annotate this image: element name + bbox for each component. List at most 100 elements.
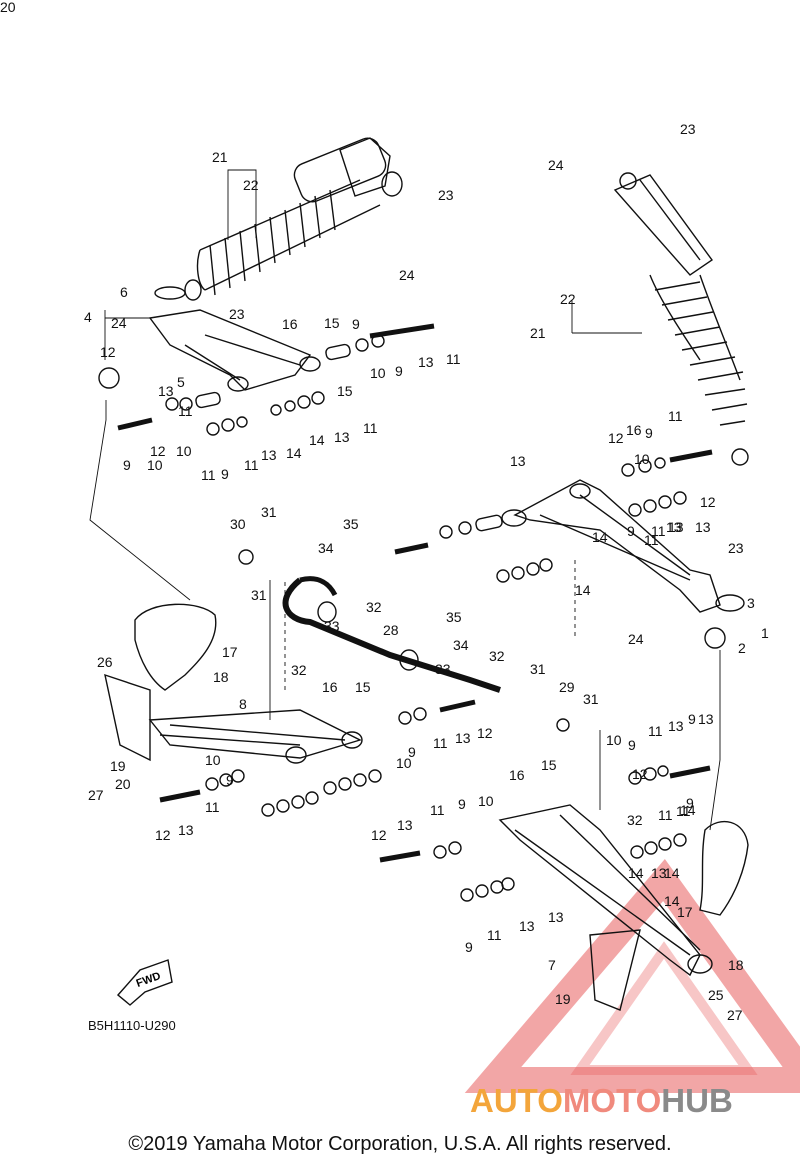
part-label: 22	[243, 177, 259, 193]
part-label: 34	[453, 637, 469, 653]
part-label: 8	[239, 696, 247, 712]
watermark-hub: HUB	[661, 1082, 733, 1119]
part-label: 9	[352, 316, 360, 332]
watermark-logo: AUTOMOTOHUB	[470, 1082, 733, 1120]
part-label: 9	[686, 795, 694, 811]
watermark-moto: MOTO	[562, 1082, 662, 1119]
part-label: 13	[334, 429, 350, 445]
part-label: 10	[176, 443, 192, 459]
part-label: 15	[324, 315, 340, 331]
stabilizer-bar	[282, 576, 501, 693]
part-label: 31	[530, 661, 546, 677]
part-label: 19	[555, 991, 571, 1007]
part-label: 18	[728, 957, 744, 973]
part-label: 28	[383, 622, 399, 638]
part-label: 10	[634, 451, 650, 467]
part-label: 9	[627, 523, 635, 539]
part-label: 32	[291, 662, 307, 678]
part-label: 4	[84, 309, 92, 325]
part-label: 13	[695, 519, 711, 535]
part-label: 11	[433, 735, 448, 751]
part-label: 16	[322, 679, 338, 695]
part-label: 9	[226, 772, 234, 788]
part-label: 9	[628, 737, 636, 753]
part-label: 5	[177, 374, 185, 390]
part-label: 11	[178, 403, 193, 419]
part-label: 22	[560, 291, 576, 307]
part-label: 14	[680, 802, 696, 818]
part-label: 9	[395, 363, 403, 379]
part-label: 14	[592, 529, 608, 545]
part-label: 11	[648, 723, 663, 739]
part-label: 13	[455, 730, 471, 746]
part-label: 11	[201, 467, 216, 483]
part-label: 30	[230, 516, 246, 532]
part-label: 25	[708, 987, 724, 1003]
part-label: 32	[627, 812, 643, 828]
part-label: 12	[155, 827, 171, 843]
part-label: 13	[261, 447, 277, 463]
part-label: 20	[115, 776, 131, 792]
part-label: 33	[435, 661, 451, 677]
leader-lines	[89, 169, 721, 831]
part-label: 26	[97, 654, 113, 670]
part-label: 23	[438, 187, 454, 203]
fwd-arrow	[116, 959, 173, 1006]
part-label: 11	[676, 803, 691, 819]
part-label: 13	[668, 718, 684, 734]
part-label: 31	[583, 691, 599, 707]
part-label: 12	[632, 766, 648, 782]
part-label: 12	[150, 443, 166, 459]
part-label: 9	[123, 457, 131, 473]
part-label: 14	[628, 865, 644, 881]
part-label: 31	[261, 504, 277, 520]
part-label: 35	[446, 609, 462, 625]
part-label: 10	[147, 457, 163, 473]
part-label: 10	[396, 755, 412, 771]
part-label: 13	[651, 865, 667, 881]
part-label: 1	[761, 625, 769, 641]
part-label: 11	[651, 523, 666, 539]
part-label: 7	[548, 957, 556, 973]
part-label: 15	[355, 679, 371, 695]
part-label: 14	[575, 582, 591, 598]
part-label: 14	[664, 893, 680, 909]
part-label: 21	[212, 149, 228, 165]
part-label: 11	[446, 351, 461, 367]
part-label: 3	[747, 595, 755, 611]
part-label: 9	[408, 744, 416, 760]
part-label: 14	[286, 445, 302, 461]
part-label: 34	[318, 540, 334, 556]
part-label: 27	[88, 787, 104, 803]
part-label: 31	[251, 587, 267, 603]
part-label: 24	[111, 315, 127, 331]
part-label: 13	[510, 453, 526, 469]
left-shock-absorber	[184, 137, 403, 314]
part-label: 33	[324, 618, 340, 634]
part-label: 9	[465, 939, 473, 955]
part-label: 24	[628, 631, 644, 647]
part-label: 20	[0, 0, 16, 15]
part-label: 23	[229, 306, 245, 322]
part-label: 19	[110, 758, 126, 774]
part-label: 13	[418, 354, 434, 370]
part-label: 32	[366, 599, 382, 615]
part-label: 10	[606, 732, 622, 748]
part-label: 10	[478, 793, 494, 809]
lower-left-a-arm	[148, 699, 476, 803]
part-label: 13	[397, 817, 413, 833]
watermark-triangle	[464, 858, 800, 1093]
part-label: 9	[221, 466, 229, 482]
part-label: 13	[178, 822, 194, 838]
part-label: 12	[477, 725, 493, 741]
part-label: 23	[728, 540, 744, 556]
part-label: 13	[548, 909, 564, 925]
part-label: 21	[530, 325, 546, 341]
part-label: 14	[664, 865, 680, 881]
part-label: 10	[205, 752, 221, 768]
part-label: 12	[608, 430, 624, 446]
part-label: 14	[309, 432, 325, 448]
part-label: 11	[668, 408, 683, 424]
part-label: 13	[698, 711, 714, 727]
